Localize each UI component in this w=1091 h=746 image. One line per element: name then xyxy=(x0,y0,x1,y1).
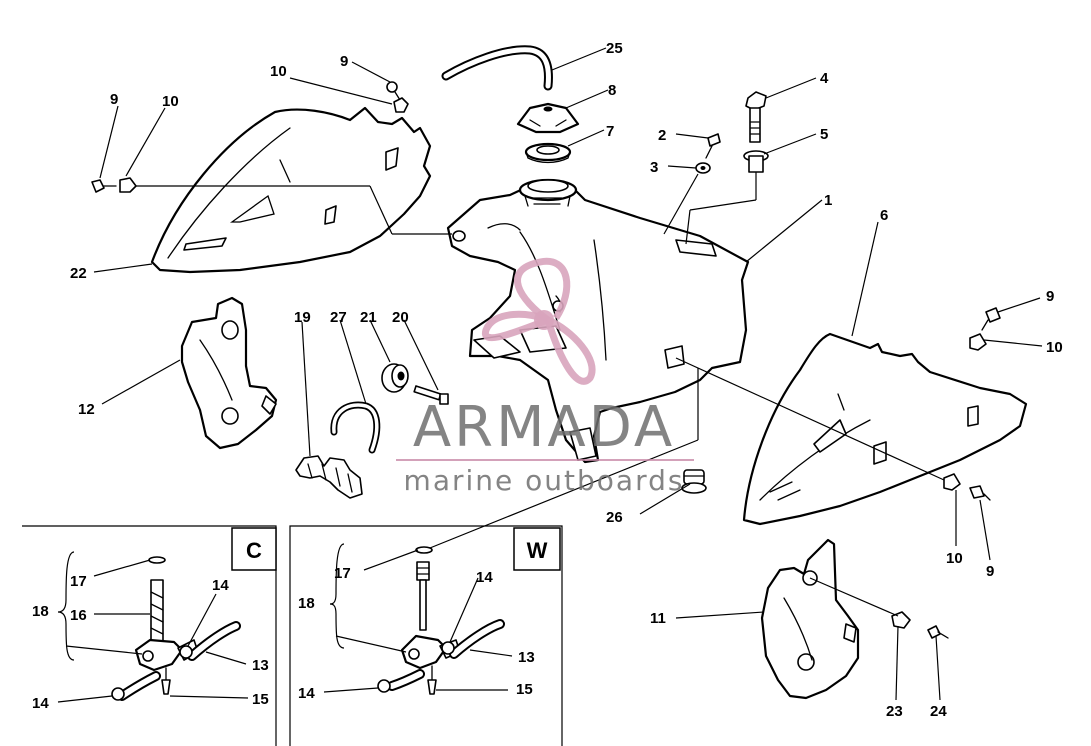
callout-17-w: 17 xyxy=(334,565,351,582)
callout-16-c: 16 xyxy=(70,607,87,624)
callout-14-c-top: 14 xyxy=(212,577,229,594)
callout-23: 23 xyxy=(886,703,903,720)
grommet-10-top xyxy=(393,97,409,113)
callout-9-left: 9 xyxy=(110,91,118,108)
callout-18-w: 18 xyxy=(298,595,315,612)
clip-27 xyxy=(330,401,381,454)
grommet-10-left xyxy=(119,177,137,193)
left-side-panel xyxy=(150,106,432,274)
grommet-10-lower xyxy=(943,473,961,491)
callout-13-w: 13 xyxy=(518,649,535,666)
callout-4: 4 xyxy=(820,70,829,87)
inset-w-tag-box xyxy=(513,527,561,571)
breather-hose xyxy=(441,45,553,91)
fuel-tap-c xyxy=(134,556,199,695)
fuel-tap-w xyxy=(400,546,461,695)
callout-10-right: 10 xyxy=(1046,339,1063,356)
rubber-damper-19 xyxy=(295,455,363,499)
callout-7: 7 xyxy=(606,123,614,140)
watermark-logo xyxy=(482,257,596,385)
callout-14-c-bottom: 14 xyxy=(32,695,49,712)
watermark-tagline: marine outboards xyxy=(404,464,685,497)
cap-gasket xyxy=(524,142,572,164)
inset-w: W xyxy=(289,525,563,746)
bolt-20 xyxy=(413,385,449,405)
right-side-panel xyxy=(742,332,1028,526)
inset-w-tag: W xyxy=(527,538,548,563)
callout-19: 19 xyxy=(294,309,311,326)
callout-10-top: 10 xyxy=(270,63,287,80)
callout-14-w-bottom: 14 xyxy=(298,685,315,702)
grommet-21 xyxy=(381,363,409,393)
bracket-11 xyxy=(760,538,860,700)
washer-3 xyxy=(695,162,711,174)
hose-clamp-w xyxy=(377,641,455,693)
inset-c-tag: C xyxy=(246,538,262,563)
inset-c: C xyxy=(22,525,277,746)
callout-14-w-top: 14 xyxy=(476,569,493,586)
callout-9-lower: 9 xyxy=(986,563,994,580)
grommet-10-right xyxy=(969,333,987,351)
screw-9-left xyxy=(91,179,117,193)
bolt-4 xyxy=(745,91,767,143)
watermark-brand: ARMADA xyxy=(413,395,675,460)
callout-24: 24 xyxy=(930,703,947,720)
bolt-24 xyxy=(927,625,949,639)
callout-17-c: 17 xyxy=(70,573,87,590)
callout-8: 8 xyxy=(608,82,616,99)
callout-18-c: 18 xyxy=(32,603,49,620)
callout-2: 2 xyxy=(658,127,666,144)
callout-9-right: 9 xyxy=(1046,288,1054,305)
screw-9-right xyxy=(981,307,1001,331)
watermark: ARMADA marine outboards xyxy=(396,257,694,497)
fuel-hose-w xyxy=(387,619,505,691)
filler-cap xyxy=(516,102,580,134)
screw-9-lower xyxy=(969,485,991,501)
screw-2 xyxy=(705,133,721,159)
callout-15-w: 15 xyxy=(516,681,533,698)
callout-22: 22 xyxy=(70,265,87,282)
callout-10-lower: 10 xyxy=(946,550,963,567)
inset-c-tag-box xyxy=(231,527,277,571)
hose-clamp-c xyxy=(111,645,193,701)
callout-6: 6 xyxy=(880,207,888,224)
bracket-12 xyxy=(180,296,278,450)
callout-15-c: 15 xyxy=(252,691,269,708)
callout-21: 21 xyxy=(360,309,377,326)
callout-labels: 9 10 10 9 22 25 8 7 2 3 4 5 1 6 9 10 12 … xyxy=(32,40,1063,720)
callout-1: 1 xyxy=(824,192,832,209)
callout-27: 27 xyxy=(330,309,347,326)
callout-20: 20 xyxy=(392,309,409,326)
leader-lines xyxy=(93,47,1043,701)
callout-11: 11 xyxy=(650,610,666,627)
callout-26: 26 xyxy=(606,509,623,526)
callout-25: 25 xyxy=(606,40,623,57)
callout-10-left: 10 xyxy=(162,93,179,110)
callout-12: 12 xyxy=(78,401,95,418)
callout-5: 5 xyxy=(820,126,828,143)
callout-3: 3 xyxy=(650,159,658,176)
callout-13-c: 13 xyxy=(252,657,269,674)
screw-9-top xyxy=(386,81,401,101)
callout-9-top: 9 xyxy=(340,53,348,70)
grommet-26 xyxy=(681,469,707,494)
